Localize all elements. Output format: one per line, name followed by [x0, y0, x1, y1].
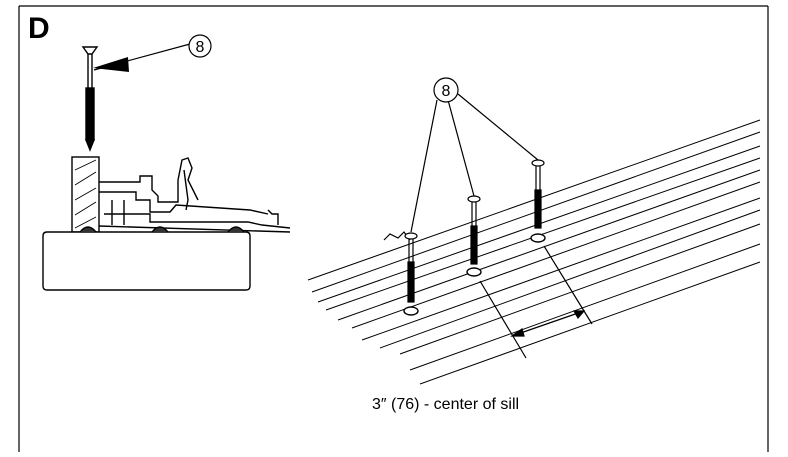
- left-screw: [81, 46, 99, 152]
- right-screw-3: [531, 159, 545, 229]
- right-callout-circle: [433, 77, 459, 103]
- left-callout-leader: [93, 34, 212, 72]
- left-callout-circle: [188, 34, 212, 58]
- right-callout-number: 8: [442, 83, 451, 100]
- right-screw-2: [467, 195, 481, 265]
- right-screws: [404, 159, 545, 303]
- sill-perspective: [307, 119, 761, 385]
- sill-cross-section: [42, 156, 291, 291]
- left-callout-number: 8: [196, 39, 205, 56]
- diagram-frame: [18, 5, 769, 452]
- right-callout-leaders: [410, 77, 539, 233]
- dimension-marker: [479, 245, 593, 359]
- right-screw-1: [404, 232, 418, 303]
- dimension-caption: 3″ (76) - center of sill: [372, 396, 520, 413]
- sill-holes: [403, 233, 546, 316]
- panel-letter: D: [28, 12, 50, 45]
